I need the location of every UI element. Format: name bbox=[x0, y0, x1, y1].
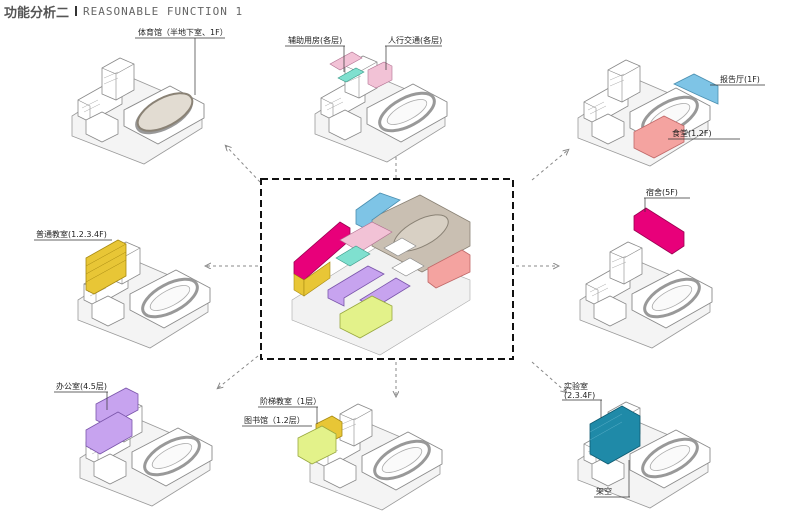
label-laboratory: 实验室 bbox=[564, 381, 588, 391]
page-title-cn: 功能分析二 bbox=[4, 5, 70, 21]
panel-bottom-left: 办公室(4.5层) bbox=[54, 381, 214, 508]
label-library: 图书馆（1.2层） bbox=[244, 415, 305, 425]
label-classrooms: 普通教室(1.2.3.4F) bbox=[36, 229, 107, 239]
panel-bottom-center: 阶梯教室（1层） 图书馆（1.2层） bbox=[242, 396, 444, 512]
panel-mid-right: 宿舍(5F) bbox=[578, 187, 714, 350]
panel-mid-left: 普通教室(1.2.3.4F) bbox=[34, 229, 212, 350]
label-lecture-hall: 阶梯教室（1层） bbox=[260, 396, 321, 406]
panel-top-right: 报告厅(1F) 食堂(1.2F) bbox=[576, 58, 765, 168]
label-dormitory: 宿舍(5F) bbox=[646, 187, 678, 197]
title-divider bbox=[75, 6, 78, 16]
label-auxiliary-rooms: 辅助用房(各层) bbox=[288, 35, 342, 45]
label-canteen: 食堂(1.2F) bbox=[672, 128, 712, 138]
label-auditorium: 报告厅(1F) bbox=[720, 74, 760, 84]
panel-bottom-right: 实验室 (2.3.4F) 架空 bbox=[562, 381, 712, 510]
label-offices: 办公室(4.5层) bbox=[56, 381, 107, 391]
center-colored-model bbox=[291, 192, 471, 356]
label-pedestrian-traffic: 人行交通(各层) bbox=[388, 35, 442, 45]
panel-top-left: 体育馆（半地下室、1F） bbox=[70, 27, 228, 166]
page-title-en: REASONABLE FUNCTION 1 bbox=[83, 4, 244, 18]
label-laboratory-floors: (2.3.4F) bbox=[564, 391, 595, 400]
label-stilts: 架空 bbox=[596, 486, 612, 496]
center-frame bbox=[260, 178, 514, 360]
label-sports-hall: 体育馆（半地下室、1F） bbox=[138, 27, 228, 37]
panel-top-center: 辅助用房(各层) 人行交通(各层) bbox=[285, 35, 449, 164]
page-header: 功能分析二 REASONABLE FUNCTION 1 bbox=[4, 2, 244, 21]
